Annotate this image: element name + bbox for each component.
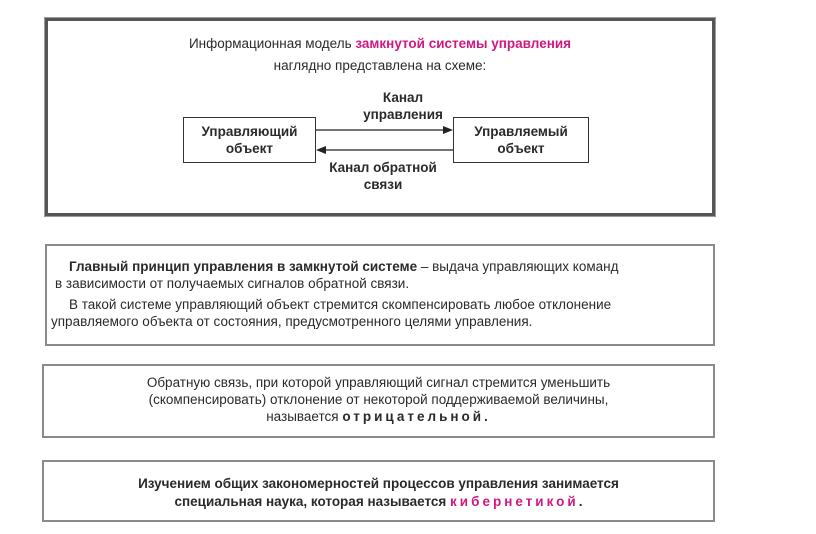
principle-panel: Главный принцип управления в замкнутой с… — [45, 244, 715, 346]
controlled-object-line2: объект — [497, 141, 545, 156]
feedback-channel-label-line2: связи — [363, 177, 403, 192]
principle-line3: В такой системе управляющий объект стрем… — [69, 297, 612, 312]
cybernetics-period: . — [578, 494, 583, 509]
principle-bold: Главный принцип управления в замкнутой с… — [69, 259, 418, 274]
diagram-intro-line2: наглядно представлена на схеме: — [273, 58, 487, 73]
cybernetics-line2: специальная наука, которая называется ки… — [44, 493, 713, 510]
forward-arrow-head — [443, 126, 453, 134]
intro-text: Информационная модель — [188, 36, 356, 51]
feedback-arrow-head — [316, 146, 326, 154]
principle-rest: – выдача управляющих команд — [417, 259, 619, 274]
intro-highlight: замкнутой системы управления — [355, 36, 572, 51]
negative-feedback-term: отрицательной. — [342, 409, 491, 424]
principle-line1: Главный принцип управления в замкнутой с… — [69, 258, 618, 275]
negative-feedback-text: называется — [266, 409, 343, 424]
principle-line4: управляемого объекта от состояния, преду… — [51, 314, 533, 329]
cybernetics-term: кибернетикой — [450, 494, 579, 509]
negative-feedback-line3: называется отрицательной. — [44, 408, 713, 425]
negative-feedback-line2: (скомпенсировать) отклонение от некоторо… — [148, 392, 609, 407]
control-channel-label-line2: управления — [363, 107, 443, 122]
controlling-object-line1: Управляющий — [201, 124, 298, 139]
principle-line2: в зависимости от получаемых сигналов обр… — [55, 276, 410, 291]
diagram-panel: Информационная модель замкнутой системы … — [45, 18, 715, 216]
diagram-arrows — [316, 126, 453, 154]
negative-feedback-line1: Обратную связь, при которой управляющий … — [146, 375, 611, 390]
controlled-object-line1: Управляемый — [474, 124, 568, 139]
cybernetics-text: специальная наука, которая называется — [174, 494, 451, 509]
feedback-channel-label: Канал обратной связи — [318, 159, 448, 193]
control-channel-label: Канал управления — [338, 89, 468, 123]
control-channel-label-line1: Канал — [382, 90, 424, 105]
controlling-object-node: Управляющий объект — [183, 117, 316, 163]
feedback-channel-label-line1: Канал обратной — [329, 160, 437, 175]
cybernetics-panel: Изучением общих закономерностей процессо… — [42, 460, 715, 522]
cybernetics-line1: Изучением общих закономерностей процессо… — [138, 476, 619, 491]
controlling-object-line2: объект — [225, 141, 274, 156]
controlled-object-node: Управляемый объект — [453, 117, 589, 163]
negative-feedback-panel: Обратную связь, при которой управляющий … — [42, 364, 715, 438]
diagram-intro-line1: Информационная модель замкнутой системы … — [48, 35, 712, 52]
